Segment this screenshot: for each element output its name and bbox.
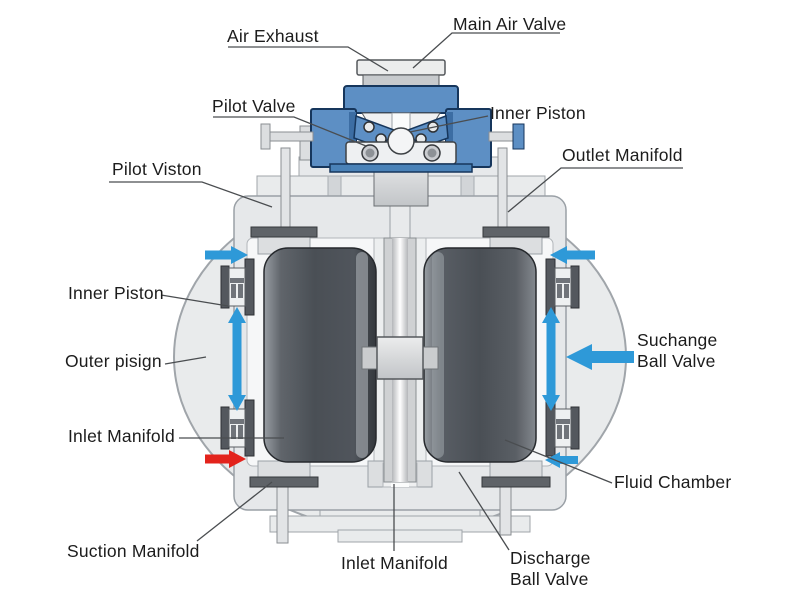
label-fluid-chamber: Fluid Chamber <box>614 472 732 492</box>
label-main-air-valve: Main Air Valve <box>453 14 567 34</box>
air-in-arrow-right <box>550 246 595 264</box>
left-diaphragm-chamber <box>263 247 377 463</box>
label-discharge-line1: Discharge <box>510 548 591 568</box>
leader-suction-manifold <box>196 481 273 542</box>
leader-pilot-viston <box>109 181 273 208</box>
label-pilot-viston: Pilot Viston <box>112 159 202 179</box>
piston-shaft <box>361 203 439 483</box>
leader-air-exhaust <box>228 46 389 72</box>
leader-fluid-chamber <box>504 439 613 484</box>
label-suchange-ball-valve: Suchange Ball Valve <box>637 330 717 371</box>
label-suchange-line2: Ball Valve <box>637 350 716 371</box>
leader-outlet-manifold <box>507 167 683 213</box>
air-in-arrow-left <box>205 246 248 264</box>
leader-inner-piston-top <box>409 115 489 133</box>
air-flow-arrows <box>205 246 634 468</box>
leader-main-air-valve <box>412 32 560 69</box>
label-discharge-ball-valve: Discharge Ball Valve <box>510 548 591 589</box>
label-discharge-line2: Ball Valve <box>510 568 589 589</box>
label-inlet-manifold-bottom: Inlet Manifold <box>341 553 448 573</box>
label-suction-manifold: Suction Manifold <box>67 541 200 561</box>
bottom-fitting-right <box>481 460 551 536</box>
label-outer-pisign: Outer pisign <box>65 351 162 371</box>
bottom-fitting-left <box>249 460 319 544</box>
label-outlet-manifold: Outlet Manifold <box>562 145 683 165</box>
air-exhaust-cap <box>356 59 446 87</box>
fluid-inlet-arrow-red <box>205 450 246 468</box>
label-inner-piston-top: Inner Piston <box>490 103 586 123</box>
label-inlet-manifold-left: Inlet Manifold <box>68 426 175 446</box>
inner-piston-ball <box>387 127 415 155</box>
leader-discharge-ball-valve <box>458 471 510 551</box>
leader-outer-pisign <box>164 356 207 365</box>
main-air-valve-collar <box>343 85 459 114</box>
leader-pilot-valve <box>213 116 367 147</box>
leader-inner-piston-left <box>160 294 229 307</box>
leader-lines <box>109 32 683 551</box>
label-inner-piston-left: Inner Piston <box>68 283 164 303</box>
fluid-arrow-bottom-right <box>545 452 578 468</box>
label-suchange-line1: Suchange <box>637 330 718 350</box>
pilot-valve-assembly <box>260 59 525 207</box>
label-air-exhaust: Air Exhaust <box>227 26 319 46</box>
right-diaphragm-chamber <box>423 247 537 463</box>
suchange-ball-valve-arrow <box>566 344 634 370</box>
air-stroke-arrow-right <box>542 307 560 411</box>
label-pilot-valve: Pilot Valve <box>212 96 296 116</box>
air-stroke-arrow-left <box>228 307 246 411</box>
